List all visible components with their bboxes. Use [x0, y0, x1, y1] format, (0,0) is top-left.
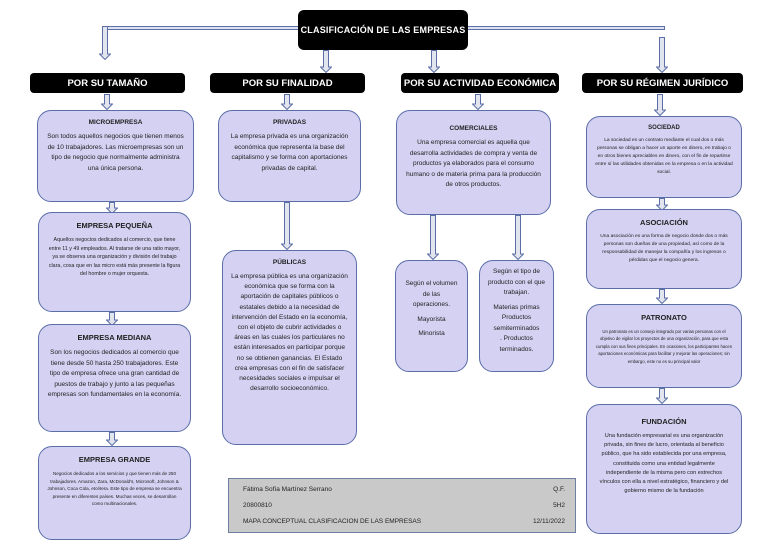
date: 12/11/2022 — [532, 517, 565, 525]
box-heading: SOCIEDAD — [648, 125, 680, 131]
box-text: Según el tipo de producto con el que tra… — [487, 268, 546, 296]
down-arrow-icon — [654, 94, 666, 116]
down-arrow-icon — [106, 432, 118, 446]
box-heading: PATRONATO — [641, 313, 687, 322]
list-item: Minorista — [418, 330, 445, 337]
author-info-box: Fátima Sofía Martínez Serrano Q.F. 20800… — [228, 478, 576, 533]
box-text: Una fundación empresarial es una organiz… — [599, 433, 729, 495]
box-comerciales: COMERCIALES Una empresa comercial es aqu… — [396, 110, 551, 215]
down-arrow-icon — [281, 202, 293, 250]
student-id: 20800810 — [243, 501, 272, 509]
box-heading: COMERCIALES — [449, 125, 498, 132]
down-arrow-icon — [106, 312, 118, 326]
box-privadas: PRIVADAS La empresa privada es una organ… — [218, 110, 361, 202]
box-text: Son todos aquellos negocios que tienen m… — [47, 133, 184, 172]
down-arrow-icon — [512, 215, 524, 260]
box-sociedad: SOCIEDAD La sociedad es un contrato medi… — [586, 116, 742, 198]
box-asociacion: ASOCIACIÓN Una asociación es una forma d… — [586, 209, 742, 289]
down-arrow-icon — [656, 37, 668, 73]
connector-right — [467, 26, 665, 30]
box-text: Negocios dedicados a los servicios y que… — [47, 471, 182, 507]
list-item: . Productos terminados. — [499, 335, 534, 353]
box-patronato: PATRONATO Un patronato es un consejo int… — [586, 304, 742, 388]
down-arrow-icon — [320, 50, 332, 73]
box-text: Un patronato es un consejo integrado por… — [595, 329, 733, 364]
box-heading: EMPRESA MEDIANA — [77, 333, 152, 342]
box-heading: FUNDACIÓN — [641, 417, 687, 426]
down-arrow-icon — [106, 202, 118, 214]
diagram-title: CLASIFICACIÓN DE LAS EMPRESAS — [298, 10, 468, 50]
down-arrow-icon — [427, 215, 439, 260]
category-tamano: POR SU TAMAÑO — [30, 73, 185, 93]
box-text: Según el volumen de las operaciones. — [405, 280, 458, 308]
list-item: Mayorista — [417, 315, 446, 323]
box-heading: EMPRESA GRANDE — [78, 455, 151, 464]
box-empresa-mediana: EMPRESA MEDIANA Son los negocios dedicad… — [38, 324, 191, 432]
box-segun-volumen: Según el volumen de las operaciones. May… — [395, 260, 468, 372]
box-heading: MICROEMPRESA — [88, 119, 143, 126]
down-arrow-icon — [656, 388, 668, 404]
down-arrow-icon — [428, 50, 440, 73]
down-arrow-icon — [656, 198, 668, 211]
box-text: Son los negocios dedicados al comercio q… — [47, 349, 182, 398]
connector-left — [103, 26, 299, 30]
author-name: Fátima Sofía Martínez Serrano — [243, 485, 332, 493]
box-text: La empresa privada es una organización e… — [230, 133, 349, 172]
group: 5H2 — [553, 501, 565, 509]
down-arrow-icon — [281, 94, 293, 110]
box-text: La sociedad es un contrato mediante el c… — [595, 138, 733, 175]
category-juridico: POR SU RÉGIMEN JURÍDICO — [582, 73, 743, 93]
box-segun-tipo: Según el tipo de producto con el que tra… — [479, 260, 554, 372]
box-heading: EMPRESA PEQUEÑA — [76, 221, 153, 230]
category-finalidad: POR SU FINALIDAD — [210, 73, 365, 93]
down-arrow-icon — [656, 289, 668, 304]
subject: MAPA CONCEPTUAL CLASIFICACION DE LAS EMP… — [243, 517, 422, 525]
box-text: Una empresa comercial es aquella que des… — [406, 139, 541, 188]
list-item: Materias primas Productos semiterminados — [493, 303, 540, 332]
box-text: La empresa pública es una organización e… — [231, 273, 348, 393]
box-publicas: PÚBLICAS La empresa pública es una organ… — [222, 250, 357, 445]
box-microempresa: MICROEMPRESA Son todos aquellos negocios… — [37, 110, 194, 202]
box-empresa-pequena: EMPRESA PEQUEÑA Aquellos negocios dedica… — [38, 212, 191, 312]
down-arrow-icon — [472, 94, 484, 110]
box-text: Una asociación es una forma de negocio d… — [600, 234, 728, 263]
career: Q.F. — [553, 485, 565, 493]
box-heading: PÚBLICAS — [272, 259, 307, 266]
box-heading: PRIVADAS — [272, 119, 307, 126]
down-arrow-icon — [101, 94, 113, 110]
box-text: Aquellos negocios dedicados al comercio,… — [48, 237, 181, 278]
box-heading: ASOCIACIÓN — [640, 218, 688, 227]
box-fundacion: FUNDACIÓN Una fundación empresarial es u… — [586, 404, 742, 534]
category-actividad: POR SU ACTIVIDAD ECONÓMICA — [401, 73, 559, 93]
box-empresa-grande: EMPRESA GRANDE Negocios dedicados a los … — [38, 446, 191, 540]
down-arrow-icon — [99, 26, 111, 60]
